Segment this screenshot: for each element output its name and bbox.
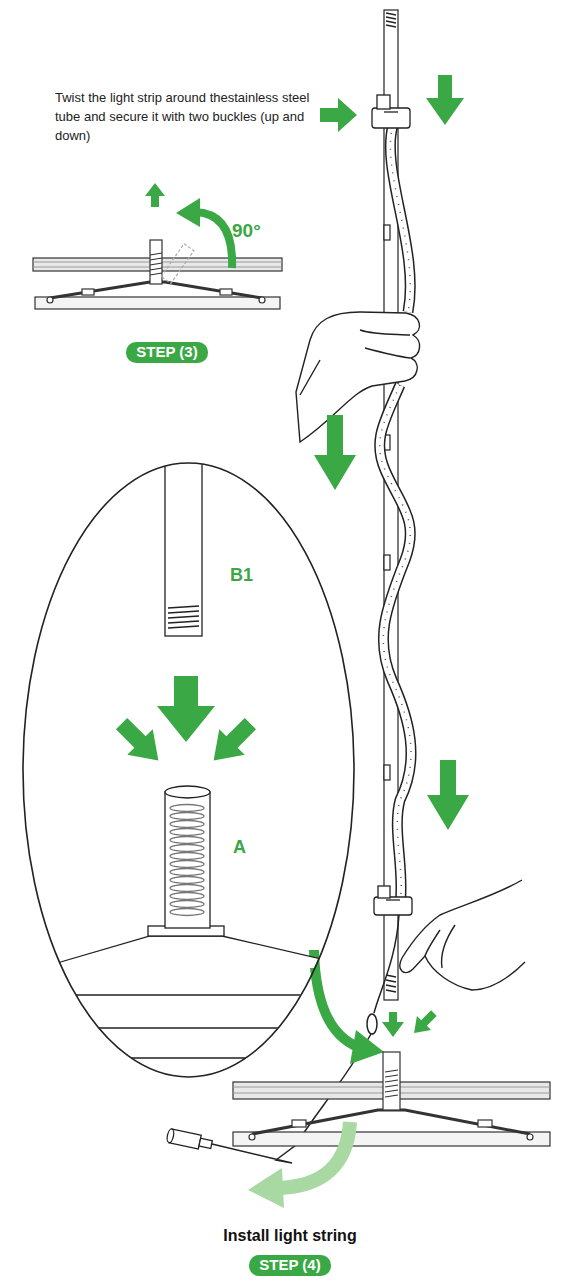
- step3-base: [33, 240, 282, 309]
- arrow: [109, 676, 263, 773]
- buckle: [372, 95, 412, 915]
- up-arrow: [145, 183, 165, 207]
- hand: [296, 312, 525, 990]
- ellipse-border: [23, 463, 354, 1077]
- angle-label: 90°: [232, 220, 282, 242]
- arrow: [314, 75, 469, 1040]
- step-badge: STEP (4): [249, 1255, 331, 1276]
- step-label: STEP (3): [136, 343, 197, 361]
- pale-curved-arrow: [278, 1122, 350, 1188]
- detail-view: [20, 440, 360, 1058]
- instruction-note: Twist the light strip around thestainles…: [55, 88, 330, 145]
- part-label: B1: [230, 565, 253, 585]
- step-title: Install light string: [180, 1226, 400, 1246]
- light-strip: [166, 125, 411, 1163]
- part-label: A: [233, 837, 246, 857]
- pale-curved-arrow-head: [248, 1168, 284, 1208]
- base: [233, 1052, 550, 1146]
- curved-arrow-head: [350, 1030, 384, 1064]
- rotate-arrow: [196, 212, 232, 268]
- rotate-arrow-head: [176, 198, 200, 227]
- step-label: STEP (4): [259, 1256, 320, 1274]
- detail-ellipse: B1A: [22, 462, 355, 1078]
- step-badge: STEP (3): [126, 342, 208, 363]
- curved-arrow: [314, 950, 358, 1047]
- ellipse-outline: [22, 462, 355, 1078]
